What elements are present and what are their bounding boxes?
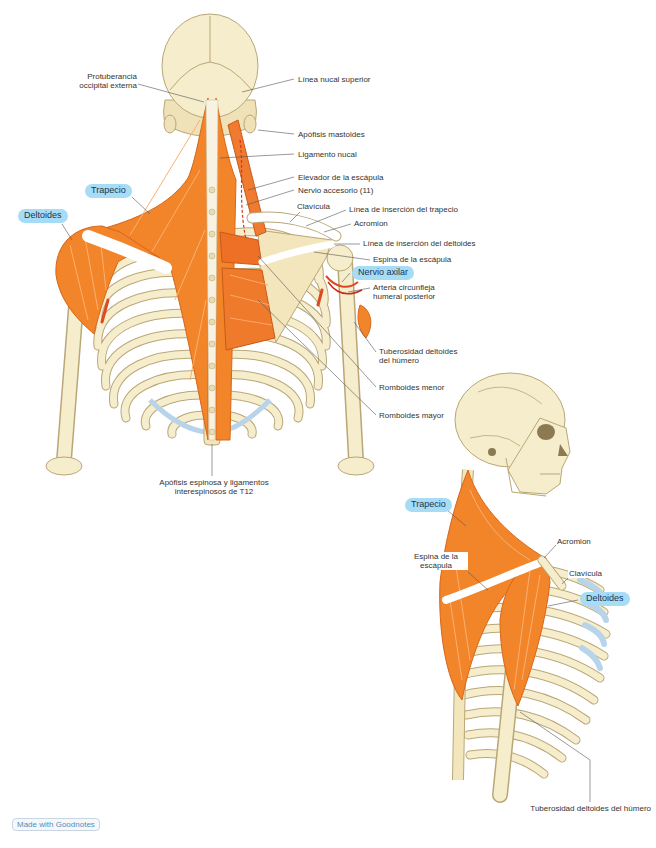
muscle-label: Deltoides xyxy=(24,210,62,220)
part-label: Romboides mayor xyxy=(378,411,445,420)
part-label: Protuberancia occipital externa xyxy=(60,72,138,90)
part-label: Tuberosidad deltoides del húmero xyxy=(529,804,652,813)
part-label: Espina de la escápula xyxy=(404,552,468,570)
highlight-pill: Trapecio xyxy=(85,184,132,198)
part-label: Clavícula xyxy=(296,202,331,211)
part-label: Acromion xyxy=(353,219,389,228)
highlight-pill: Deltoides xyxy=(580,592,630,606)
part-label: Apófisis mastoides xyxy=(297,130,366,139)
part-label: Ligamento nucal xyxy=(297,150,358,159)
muscle-label: Nervio axilar xyxy=(358,267,408,277)
highlight-pill: Trapecio xyxy=(405,498,452,512)
part-label: Clavícula xyxy=(568,569,603,578)
part-label: Línea de inserción del trapecio xyxy=(348,205,459,214)
highlight-pill: Deltoides xyxy=(18,209,68,223)
part-label: Elevador de la escápula xyxy=(297,173,384,182)
part-label: Línea de inserción del deltoides xyxy=(362,239,477,248)
muscle-label: Trapecio xyxy=(411,499,446,509)
part-label: Nervio accesorio (11) xyxy=(297,186,374,195)
muscle-label: Deltoides xyxy=(586,593,624,603)
highlight-pill: Nervio axilar xyxy=(352,266,414,280)
part-label: Tuberosidad deltoides del húmero xyxy=(378,347,462,365)
muscle-label: Trapecio xyxy=(91,185,126,195)
watermark: Made with Goodnotes xyxy=(12,818,100,831)
part-label: Espina de la escápula xyxy=(372,255,452,264)
part-label: Romboides menor xyxy=(378,383,445,392)
part-label: Línea nucal superior xyxy=(297,75,372,84)
part-label: Acromion xyxy=(556,537,592,546)
part-label: Apófisis espinosa y ligamentos interespi… xyxy=(148,478,280,496)
part-label: Arteria circunfleja humeral posterior xyxy=(372,283,466,301)
